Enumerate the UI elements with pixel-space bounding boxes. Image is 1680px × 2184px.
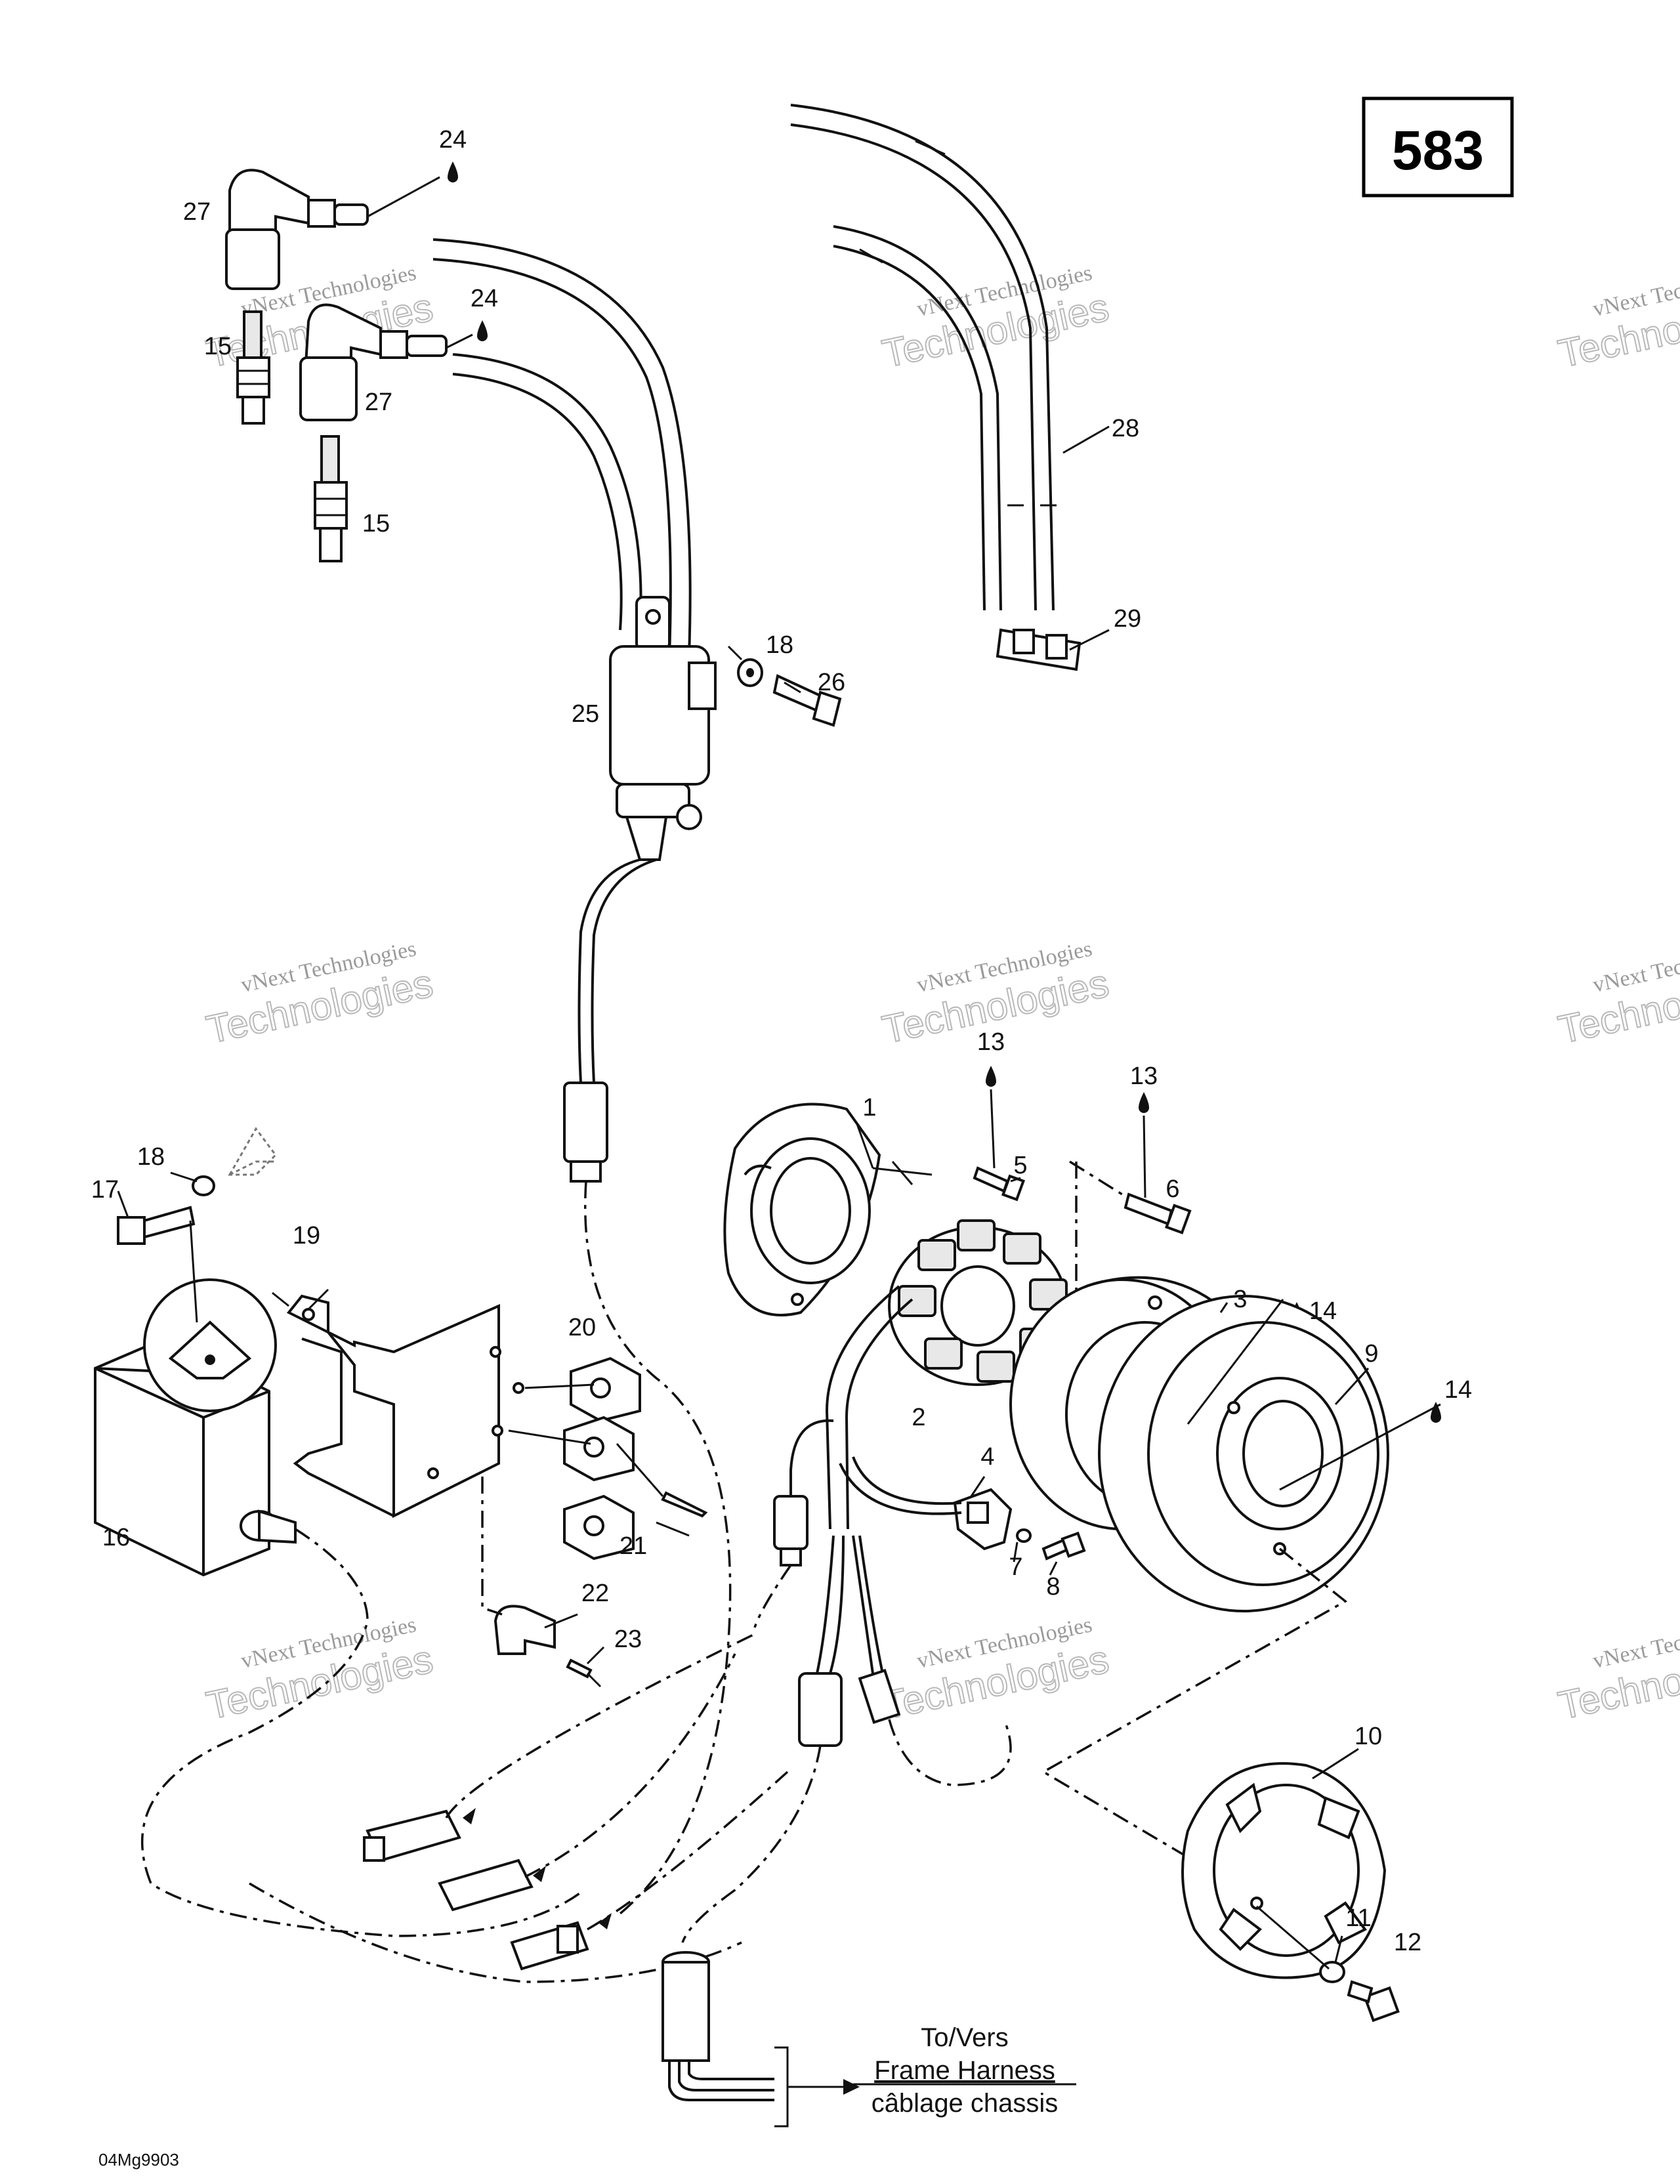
flywheel-ring (1098, 1295, 1389, 1612)
callout-11: 11 (1345, 1904, 1371, 1932)
callout-9: 9 (1364, 1340, 1378, 1368)
ignition-module (94, 1278, 297, 1577)
callout-20: 20 (568, 1314, 596, 1341)
callout-8: 8 (1046, 1573, 1060, 1601)
callout-4: 4 (980, 1443, 994, 1471)
drop-icon (1139, 1092, 1149, 1113)
stator-harness (681, 1285, 1012, 1943)
wire-clip (481, 1477, 602, 1688)
callout-24b: 24 (471, 285, 498, 312)
spark-plug-cap-upper (225, 169, 369, 290)
callout-13a: 13 (977, 1028, 1005, 1056)
stator-screws (973, 1089, 1192, 1312)
callout-6: 6 (1166, 1175, 1179, 1203)
callout-19: 19 (293, 1222, 320, 1250)
callout-7: 7 (1009, 1553, 1022, 1581)
leader-lines (117, 176, 1359, 1963)
stator-plate (723, 1102, 881, 1316)
drop-icon (986, 1066, 996, 1087)
terminal-blocks (508, 1356, 708, 1561)
spark-plug-cap-lower (299, 303, 448, 421)
harness-note-line1: To/Vers (921, 2023, 1008, 2052)
coil-ground-wire (563, 858, 732, 1918)
callout-18a: 18 (137, 1143, 165, 1171)
module-screw-washer (117, 1127, 277, 1245)
callout-13b: 13 (1130, 1062, 1158, 1090)
callout-2: 2 (912, 1404, 925, 1431)
drop-icon (448, 161, 458, 182)
callout-24a: 24 (439, 126, 467, 154)
callout-5: 5 (1013, 1152, 1027, 1179)
callout-28: 28 (1112, 415, 1139, 442)
high-tension-wires (432, 238, 692, 657)
drop-icon (1431, 1402, 1441, 1423)
callout-1: 1 (862, 1094, 876, 1122)
magneto-cover (1181, 1762, 1400, 2023)
callout-18b: 18 (766, 631, 793, 659)
spark-plug-upper (236, 310, 270, 425)
callout-15a: 15 (204, 333, 232, 360)
callout-numbers: 1 2 3 4 5 6 7 8 9 10 11 12 13 13 14 14 1… (91, 126, 1472, 1956)
callout-27b: 27 (365, 388, 392, 416)
callout-12: 12 (1394, 1929, 1421, 1956)
harness-note: To/Vers Frame Harness câblage chassis (853, 2023, 1076, 2118)
drop-icon (477, 320, 488, 341)
callout-3: 3 (1233, 1286, 1247, 1313)
callout-29: 29 (1114, 605, 1141, 633)
callout-17: 17 (91, 1176, 119, 1204)
wire-clamp (996, 628, 1082, 671)
callout-10: 10 (1354, 1723, 1382, 1750)
harness-connectors (140, 1528, 789, 1983)
harness-note-line2: Frame Harness (874, 2056, 1055, 2085)
harness-note-line3: câblage chassis (872, 2089, 1059, 2118)
spark-plug-lower (314, 435, 348, 562)
callout-22: 22 (581, 1580, 609, 1607)
callout-21: 21 (620, 1532, 647, 1560)
watermarks: vNext Technologies Technologies vNext Te… (202, 261, 1680, 1729)
callout-27a: 27 (183, 198, 211, 226)
stator (888, 1219, 1068, 1386)
trigger-coil (953, 1488, 1086, 1561)
callout-15b: 15 (362, 510, 390, 537)
diagram-number: 583 (1392, 119, 1484, 181)
diagram-number-box: 583 (1362, 96, 1514, 198)
callout-25: 25 (572, 700, 599, 728)
lead-wires (790, 104, 1057, 611)
ignition-coil (609, 596, 717, 861)
frame-harness-connector (662, 1951, 860, 2128)
callout-16: 16 (102, 1524, 130, 1551)
callout-23: 23 (614, 1626, 642, 1653)
coil-washer-bolt (737, 658, 842, 727)
image-code: 04Mg9903 (98, 2150, 179, 2170)
callout-14b: 14 (1444, 1376, 1472, 1404)
mounting-bracket (286, 1294, 524, 1519)
callout-14a: 14 (1309, 1297, 1337, 1325)
callout-26: 26 (818, 669, 845, 696)
